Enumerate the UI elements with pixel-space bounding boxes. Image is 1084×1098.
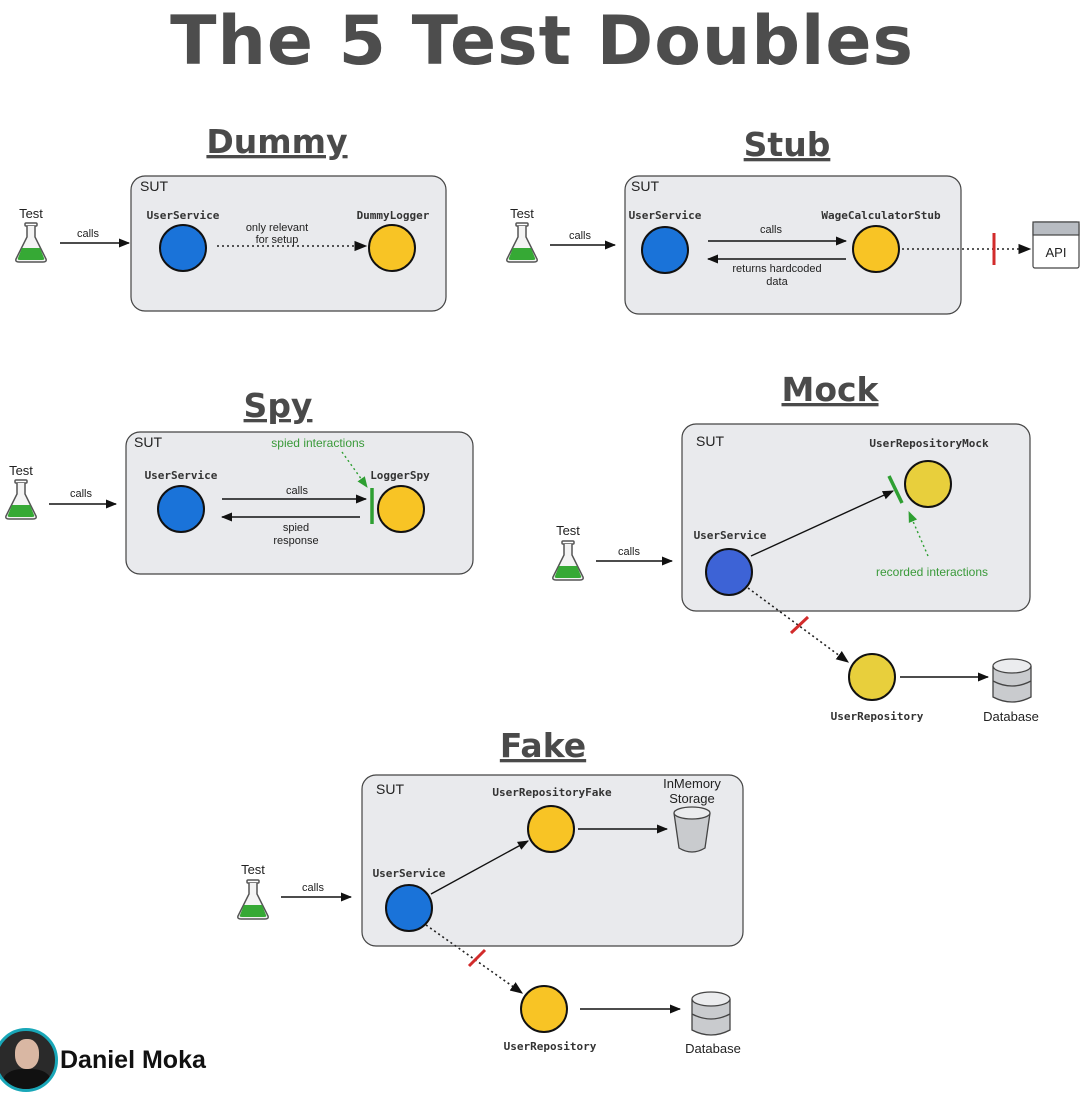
dummy-logger-label: DummyLogger <box>357 209 430 222</box>
spy-interactions-label: spied interactions <box>271 436 364 450</box>
stub-sut-label: SUT <box>631 178 659 194</box>
fake-blocked-marker <box>467 948 487 968</box>
mock-repository-node <box>848 653 896 701</box>
dummy-calls-label: calls <box>77 228 100 240</box>
fake-section: Fake SUT Test calls UserRepositoryFake I… <box>237 726 744 1056</box>
stub-returns-line2: data <box>766 276 788 288</box>
spy-test-flask-icon <box>5 479 37 520</box>
fake-database-icon <box>691 991 731 1036</box>
avatar <box>0 1028 58 1092</box>
author-name: Daniel Moka <box>60 1045 206 1074</box>
spy-title: Spy <box>244 386 313 425</box>
stub-test-label: Test <box>510 206 534 221</box>
stub-section: Stub SUT Test calls UserService WageCalc… <box>506 125 1080 315</box>
mock-repository-label: UserRepository <box>831 710 924 723</box>
inmemory-storage-icon <box>673 806 711 853</box>
mock-repository-arrow <box>747 587 850 663</box>
fake-test-flask-icon <box>237 879 269 920</box>
spy-sut-label: SUT <box>134 434 162 450</box>
fake-calls-label: calls <box>302 882 325 894</box>
spy-logger-label: LoggerSpy <box>370 469 430 482</box>
stub-calls-label: calls <box>569 230 592 242</box>
fake-title: Fake <box>500 726 586 765</box>
author-badge: Daniel Moka <box>0 1026 206 1094</box>
mock-title: Mock <box>781 370 879 409</box>
mock-database-label: Database <box>983 709 1039 724</box>
main-title: The 5 Test Doubles <box>170 2 914 81</box>
stub-sut-box <box>624 175 962 315</box>
mock-record-marker <box>887 475 904 504</box>
spy-logger-node <box>377 485 425 533</box>
mock-userservice-label: UserService <box>694 529 767 542</box>
spy-userservice-node <box>157 485 205 533</box>
dummy-note-line2: for setup <box>256 234 299 246</box>
spy-inner-calls-label: calls <box>286 485 309 497</box>
mock-test-label: Test <box>556 523 580 538</box>
fake-storage-line1: InMemory <box>663 776 721 791</box>
spy-sut-box <box>125 431 474 575</box>
mock-repository-mock-label: UserRepositoryMock <box>869 437 989 450</box>
fake-sut-label: SUT <box>376 781 404 797</box>
spy-response-line2: response <box>273 535 318 547</box>
dummy-sut-label: SUT <box>140 178 168 194</box>
fake-userservice-label: UserService <box>373 867 446 880</box>
mock-sut-label: SUT <box>696 433 724 449</box>
dummy-test-label: Test <box>19 206 43 221</box>
dummy-sut-box <box>130 175 447 312</box>
spy-calls-label: calls <box>70 488 93 500</box>
spy-test-label: Test <box>9 463 33 478</box>
fake-repository-node <box>520 985 568 1033</box>
stub-calculator-label: WageCalculatorStub <box>821 209 941 222</box>
dummy-note-line1: only relevant <box>246 222 308 234</box>
stub-inner-calls-label: calls <box>760 224 783 236</box>
mock-blocked-marker <box>789 615 810 635</box>
dummy-title: Dummy <box>206 122 347 161</box>
stub-userservice-node <box>641 226 689 274</box>
mock-recorded-label: recorded interactions <box>876 565 988 579</box>
dummy-logger-node <box>368 224 416 272</box>
fake-test-label: Test <box>241 862 265 877</box>
mock-section: Mock SUT Test calls UserRepositoryMock U… <box>552 370 1039 724</box>
spy-section: Spy SUT spied interactions Test calls Us… <box>5 386 474 575</box>
dummy-section: Dummy SUT Test calls UserService DummyLo… <box>15 122 447 312</box>
dummy-userservice-node <box>159 224 207 272</box>
mock-interaction-arrow <box>750 490 895 557</box>
fake-repository-fake-label: UserRepositoryFake <box>492 786 612 799</box>
spy-interactions-pointer <box>341 451 368 488</box>
stub-title: Stub <box>744 125 831 164</box>
api-icon <box>1032 221 1080 269</box>
fake-storage-line2: Storage <box>669 791 715 806</box>
stub-returns-line1: returns hardcoded <box>732 263 821 275</box>
mock-test-flask-icon <box>552 540 584 581</box>
stub-test-flask-icon <box>506 222 538 263</box>
stub-calculator-node <box>852 225 900 273</box>
mock-repository-mock-node <box>904 460 952 508</box>
spy-userservice-label: UserService <box>145 469 218 482</box>
fake-interaction-arrow <box>430 840 529 895</box>
spy-response-line1: spied <box>283 522 309 534</box>
mock-database-icon <box>992 658 1032 703</box>
fake-repository-label: UserRepository <box>504 1040 597 1053</box>
stub-userservice-label: UserService <box>629 209 702 222</box>
fake-sut-box <box>361 774 744 947</box>
fake-repository-fake-node <box>527 805 575 853</box>
dummy-test-flask-icon <box>15 222 47 263</box>
mock-userservice-node <box>705 548 753 596</box>
mock-calls-label: calls <box>618 546 641 558</box>
fake-userservice-node <box>385 884 433 932</box>
dummy-userservice-label: UserService <box>147 209 220 222</box>
api-label: API <box>1046 245 1067 260</box>
fake-database-label: Database <box>685 1041 741 1056</box>
